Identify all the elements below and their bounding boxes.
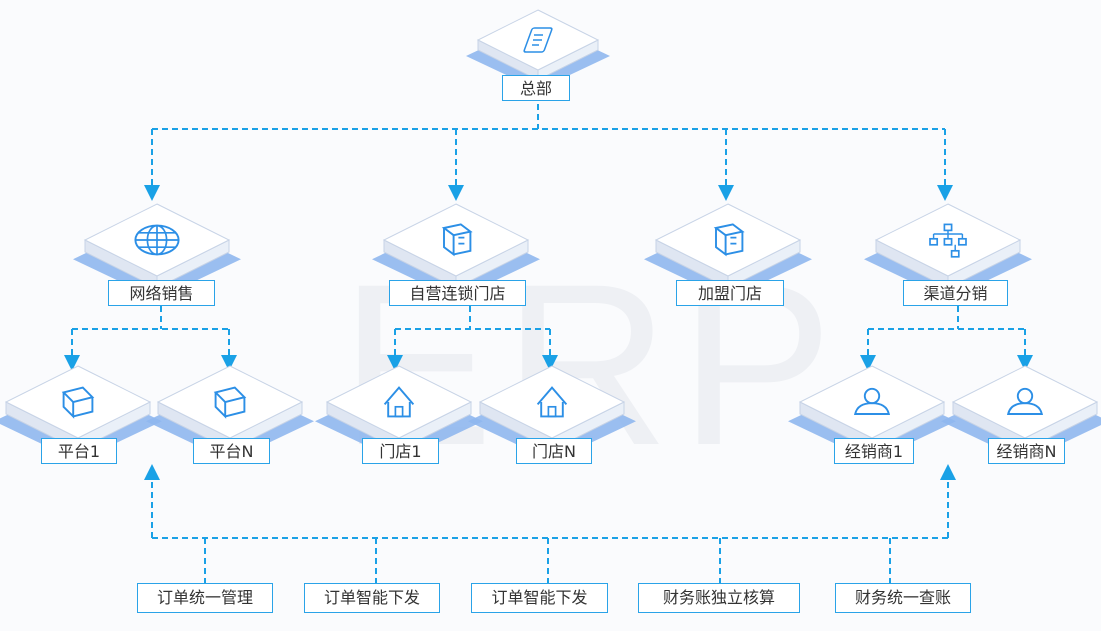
house-icon bbox=[536, 386, 568, 418]
person-icon bbox=[1007, 387, 1043, 415]
node-label: 自营连锁门店 bbox=[389, 280, 526, 306]
node-label: 经销商1 bbox=[834, 438, 914, 464]
org-chart-cube bbox=[864, 203, 1032, 300]
node-label: 总部 bbox=[502, 75, 570, 101]
storefront-cube bbox=[644, 203, 812, 300]
node-label: 加盟门店 bbox=[676, 280, 784, 306]
org-chart-icon bbox=[929, 223, 967, 258]
book-cube bbox=[0, 365, 162, 462]
node-label: 网络销售 bbox=[108, 280, 215, 306]
person-icon bbox=[854, 387, 890, 415]
feature-finance-unified-reconciliation: 财务统一查账 bbox=[835, 583, 971, 613]
storefront-icon bbox=[713, 223, 745, 257]
book-icon bbox=[61, 386, 95, 419]
document-cube bbox=[466, 9, 610, 90]
globe-icon bbox=[134, 224, 180, 256]
document-icon bbox=[523, 27, 553, 53]
storefront-icon bbox=[441, 223, 473, 257]
book-cube bbox=[146, 365, 314, 462]
node-label: 经销商N bbox=[988, 438, 1065, 464]
node-label: 门店N bbox=[516, 438, 592, 464]
feature-order-unified-management: 订单统一管理 bbox=[137, 583, 273, 613]
node-label: 平台N bbox=[193, 438, 270, 464]
globe-cube bbox=[73, 203, 241, 300]
feature-order-smart-dispatch-2: 订单智能下发 bbox=[471, 583, 608, 613]
house-icon bbox=[383, 386, 415, 418]
person-cube bbox=[788, 365, 956, 462]
node-label: 渠道分销 bbox=[903, 280, 1008, 306]
feature-order-smart-dispatch-1: 订单智能下发 bbox=[304, 583, 440, 613]
house-cube bbox=[468, 365, 636, 462]
feature-finance-independent-accounting: 财务账独立核算 bbox=[638, 583, 800, 613]
book-icon bbox=[213, 386, 247, 419]
node-label: 门店1 bbox=[362, 438, 439, 464]
node-label: 平台1 bbox=[41, 438, 117, 464]
storefront-cube bbox=[372, 203, 540, 300]
